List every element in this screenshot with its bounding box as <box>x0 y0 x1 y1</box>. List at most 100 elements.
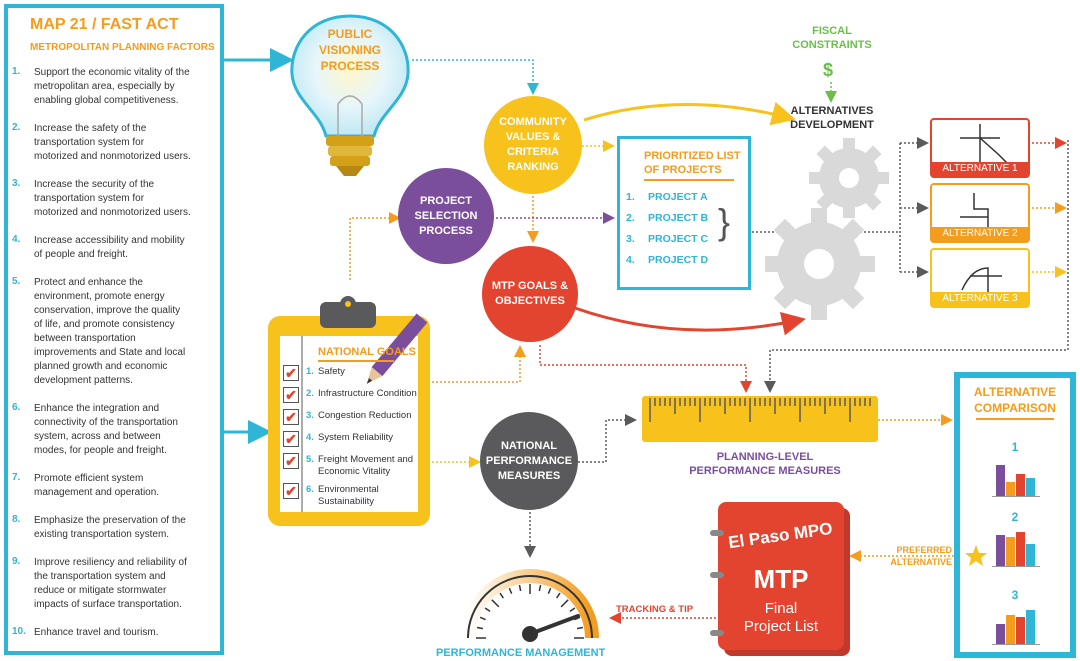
factor-text: Promote efficient system management and o… <box>34 472 212 500</box>
goal-checkbox: ✔ <box>283 365 299 381</box>
factor-line: Protect and enhance the <box>34 277 143 288</box>
factor-line: reduce or mitigate stormwater <box>34 585 167 596</box>
book-ring <box>710 572 724 578</box>
factor-line: connectivity of the transportation <box>34 417 178 428</box>
project-label: PROJECT C <box>648 233 709 245</box>
factor-line: impacts of surface transportation. <box>34 599 182 610</box>
factor-line: Support the economic vitality of the <box>34 67 190 78</box>
project-label: PROJECT A <box>648 191 708 203</box>
project-item: 1. PROJECT A <box>626 191 708 203</box>
factor-line: the transportation system and <box>34 571 166 582</box>
gears-icon <box>765 138 889 320</box>
factor-line: transportation system for <box>34 193 145 204</box>
goal-label-line: Environmental <box>318 484 379 495</box>
factor-text: Support the economic vitality of the metr… <box>34 66 212 108</box>
gauge-icon <box>461 569 599 642</box>
comparison-underline <box>976 418 1054 420</box>
ruler-icon <box>642 396 878 442</box>
project-item: 3. PROJECT C <box>626 233 708 245</box>
alternative-box: ALTERNATIVE 1 <box>930 118 1030 178</box>
goal-checkbox: ✔ <box>283 409 299 425</box>
road-map-icon <box>960 124 1011 167</box>
comparison-bar <box>996 465 1005 496</box>
goal-number: 4. <box>306 432 314 443</box>
factor-line: Increase the security of the <box>34 179 155 190</box>
comparison-bar <box>1026 544 1035 566</box>
goal-label: Safety <box>318 366 345 378</box>
factor-number: 5. <box>12 276 21 287</box>
goals-to-selection-arrow <box>349 212 401 280</box>
project-number: 2. <box>626 212 635 224</box>
star-icon <box>965 545 987 566</box>
book-ring <box>710 630 724 636</box>
factor-number: 10. <box>12 626 26 637</box>
comparison-bar <box>1006 482 1015 496</box>
goal-label-line: Economic Vitality <box>318 466 391 477</box>
factor-number: 8. <box>12 514 21 525</box>
goal-label-line: Safety <box>318 366 345 377</box>
comparison-bar <box>1016 532 1025 566</box>
factor-line: existing transportation system. <box>34 529 170 540</box>
project-number: 3. <box>626 233 635 245</box>
comparison-axis <box>992 496 1040 497</box>
dollar-icon: $ <box>823 60 834 80</box>
factor-line: enabling global competitiveness. <box>34 95 179 106</box>
factor-line: management and operation. <box>34 487 160 498</box>
road-map-icon <box>960 193 989 231</box>
factor-line: conservation, improve the quality <box>34 305 181 316</box>
factor-line: Promote efficient system <box>34 473 144 484</box>
factor-number: 2. <box>12 122 21 133</box>
alternative-label: ALTERNATIVE 3 <box>932 292 1028 306</box>
factor-number: 3. <box>12 178 21 189</box>
comparison-bar <box>1026 610 1035 644</box>
comparison-bar <box>996 624 1005 644</box>
comparison-bar <box>1016 617 1025 644</box>
goal-label: Infrastructure Condition <box>318 388 417 400</box>
national-goals-title: NATIONAL GOALS <box>318 346 416 358</box>
factor-line: environment, promote energy <box>34 291 165 302</box>
factor-line: Emphasize the preservation of the <box>34 515 186 526</box>
goal-number: 6. <box>306 484 314 495</box>
community-to-altdev-arrow <box>583 101 796 126</box>
factor-line: Improve resiliency and reliability of <box>34 557 187 568</box>
tracking-label: TRACKING & TIP <box>616 604 694 615</box>
bulb-to-community-arrow <box>412 59 539 95</box>
goal-number: 2. <box>306 388 314 399</box>
factor-text: Increase the security of the transportati… <box>34 178 212 220</box>
project-number: 1. <box>626 191 635 203</box>
factor-line: of life, and promote consistency <box>34 319 175 330</box>
alternative-box: ALTERNATIVE 3 <box>930 248 1030 308</box>
book-ring <box>710 530 724 536</box>
planning-factors-inner: MAP 21 / FAST ACT METROPOLITAN PLANNING … <box>8 8 220 651</box>
factor-number: 6. <box>12 402 21 413</box>
mtp-to-ruler-arrow <box>539 345 752 393</box>
project-label: PROJECT D <box>648 254 709 266</box>
factor-line: planned growth and economic <box>34 361 168 372</box>
factor-number: 9. <box>12 556 21 567</box>
comparison-group-number: 2 <box>1011 510 1019 524</box>
goal-label: Congestion Reduction <box>318 410 411 422</box>
project-label: PROJECT B <box>648 212 709 224</box>
factor-line: Enhance travel and tourism. <box>34 627 159 638</box>
factor-text: Emphasize the preservation of the existin… <box>34 514 212 542</box>
comparison-bar <box>1006 615 1015 644</box>
goal-checkbox: ✔ <box>283 483 299 499</box>
alternative-label: ALTERNATIVE 1 <box>932 162 1028 176</box>
factor-line: metropolitan area, especially by <box>34 81 175 92</box>
goal-number: 3. <box>306 410 314 421</box>
project-item: 2. PROJECT B <box>626 212 708 224</box>
goal-checkbox: ✔ <box>283 453 299 469</box>
goal-label-line: Congestion Reduction <box>318 410 412 421</box>
factor-text: Protect and enhance the environment, prom… <box>34 276 212 388</box>
